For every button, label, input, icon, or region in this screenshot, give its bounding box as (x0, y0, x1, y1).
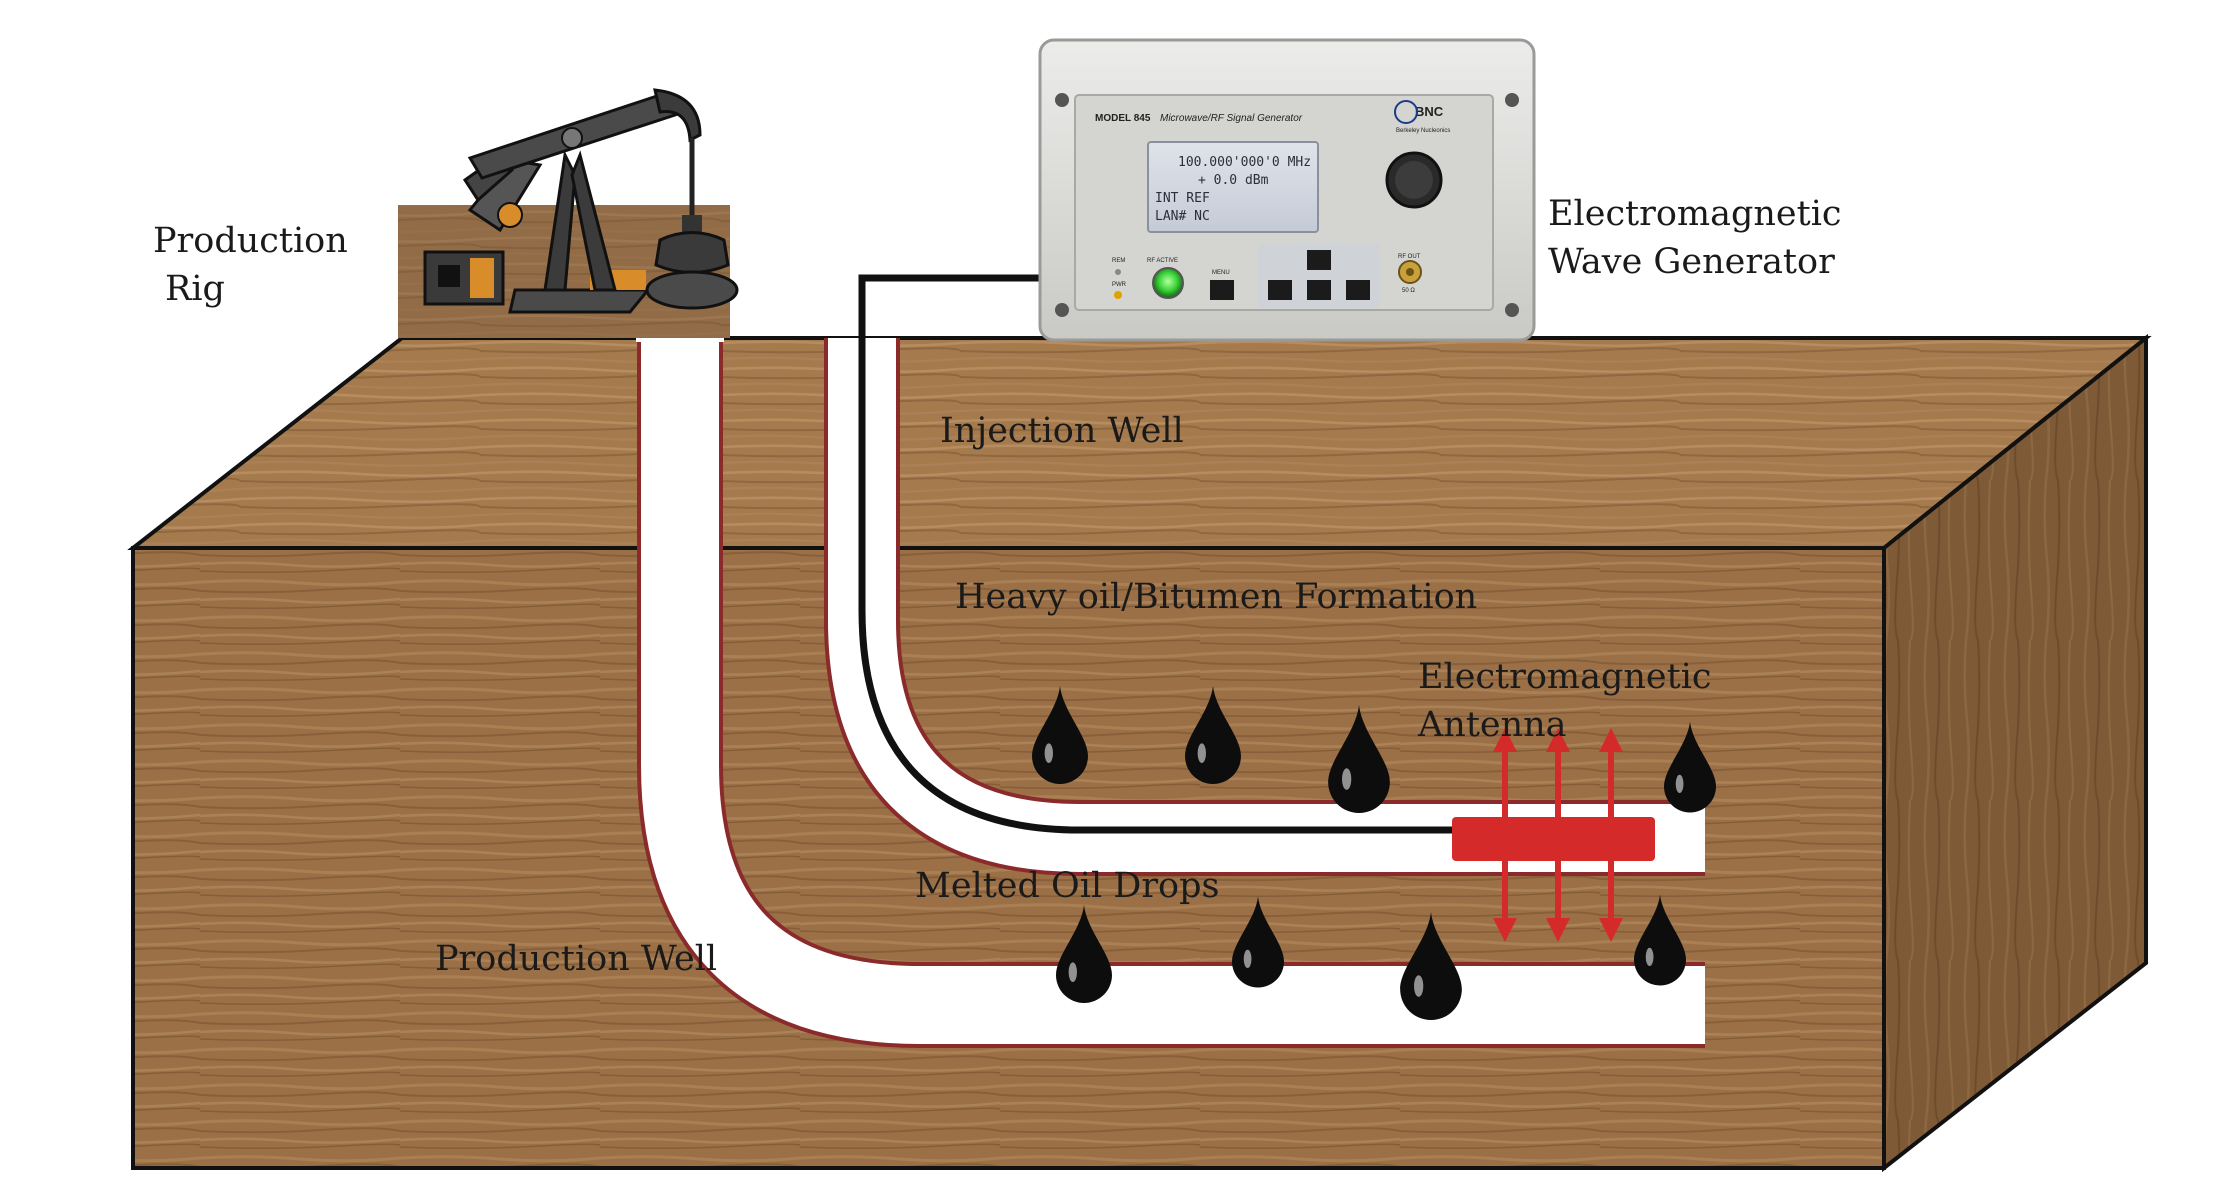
left-button[interactable] (1268, 280, 1292, 300)
lcd-line-4: LAN# NC (1155, 209, 1210, 224)
device-title: Microwave/RF Signal Generator (1160, 113, 1303, 124)
pump-jack-icon (398, 88, 739, 338)
lcd-screen (1147, 141, 1319, 233)
production-well-label: Production Well (435, 939, 717, 979)
electromagnetic-antenna (1452, 728, 1655, 942)
generator-cable (858, 274, 1460, 834)
formation-label: Heavy oil/Bitumen Formation (955, 577, 1477, 617)
antenna-label-2: Antenna (1417, 705, 1567, 745)
pwr-led-icon (1114, 291, 1122, 299)
brand-sub: Berkeley Nucleonics (1396, 128, 1450, 134)
brand-logo: BNC (1415, 104, 1444, 119)
production-rig-label-2: Rig (165, 269, 225, 309)
rf-out-label: RF OUT (1398, 254, 1421, 260)
rf-active-label: RF ACTIVE (1147, 258, 1178, 264)
pwr-label: PWR (1112, 282, 1127, 288)
melted-drops-label: Melted Oil Drops (915, 866, 1220, 906)
down-button[interactable] (1307, 280, 1331, 300)
rem-led-icon (1115, 269, 1121, 275)
rf-active-button[interactable] (1152, 267, 1184, 299)
generator-label-2: Wave Generator (1548, 242, 1835, 282)
model-label: MODEL 845 (1095, 113, 1151, 124)
rf-out-sub: 50 Ω (1402, 288, 1415, 294)
brand-icon (1394, 100, 1418, 124)
antenna-label-1: Electromagnetic (1418, 657, 1712, 697)
production-rig-label-1: Production (153, 221, 348, 261)
menu-label: MENU (1212, 270, 1230, 276)
generator-label-1: Electromagnetic (1548, 194, 1842, 234)
rem-label: REM (1112, 258, 1125, 264)
injection-well-label: Injection Well (940, 411, 1184, 451)
lcd-line-3: INT REF (1155, 191, 1210, 206)
lcd-line-1: 100.000'000'0 MHz (1178, 155, 1311, 170)
labels: Production Rig Electromagnetic Wave Gene… (153, 194, 1842, 979)
menu-button[interactable] (1210, 280, 1234, 300)
up-button[interactable] (1307, 250, 1331, 270)
right-button[interactable] (1346, 280, 1370, 300)
lcd-line-2: + 0.0 dBm (1198, 173, 1269, 188)
signal-generator: MODEL 845 Microwave/RF Signal Generator … (1038, 38, 1536, 342)
antenna-bar (1452, 817, 1655, 861)
